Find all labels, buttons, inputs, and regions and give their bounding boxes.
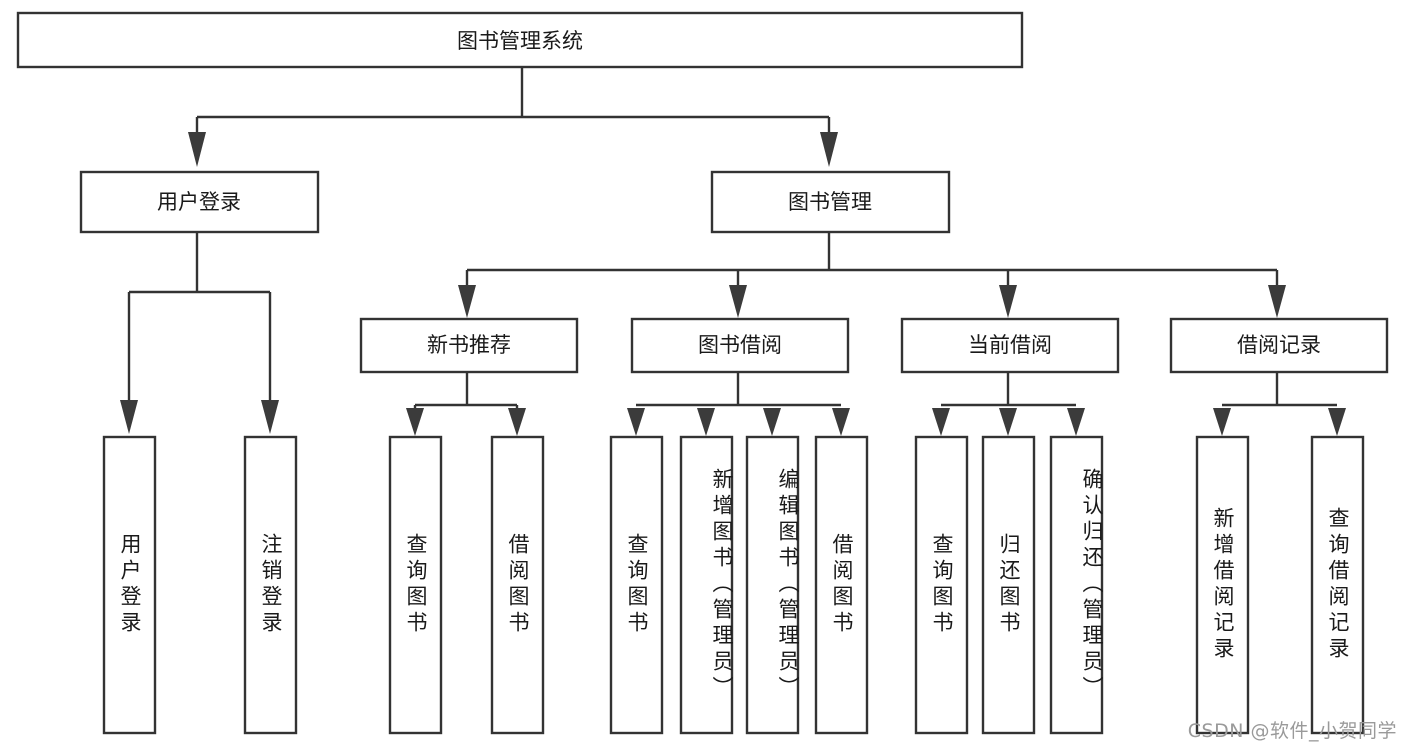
connector-group-book-borrow: [627, 372, 850, 436]
node-current-borrow-label: 当前借阅: [968, 333, 1052, 357]
node-book-borrow-box[interactable]: [630, 317, 850, 374]
leaf-box-nbr-borrow-book[interactable]: [490, 435, 545, 735]
arrow-to-new-book-rec: [458, 285, 476, 318]
arrow-to-leaf-user-login: [120, 400, 138, 434]
arrow-cb-leaf-2: [999, 408, 1017, 436]
node-user-login-box[interactable]: [79, 170, 320, 234]
node-book-borrow-label: 图书借阅: [698, 333, 782, 357]
arrow-to-book-borrow: [729, 285, 747, 318]
arrow-to-leaf-logout: [261, 400, 279, 434]
leaf-box-br-query-record[interactable]: [1310, 435, 1365, 735]
node-book-mgmt-label: 图书管理: [788, 190, 872, 214]
arrow-bb-leaf-2: [697, 408, 715, 436]
arrow-cb-leaf-3: [1067, 408, 1085, 436]
leaf-box-bb-borrow-book[interactable]: [814, 435, 869, 735]
leaf-box-nbr-query-book[interactable]: [388, 435, 443, 735]
leaf-box-logout[interactable]: [243, 435, 298, 735]
arrow-nbr-leaf-1: [406, 408, 424, 436]
arrow-to-user-login: [188, 132, 206, 167]
arrow-bb-leaf-4: [832, 408, 850, 436]
node-root-box[interactable]: [16, 11, 1024, 69]
connector-group-root: [188, 67, 838, 167]
arrow-br-leaf-1: [1213, 408, 1231, 436]
csdn-watermark: CSDN @软件_小贺同学: [1187, 720, 1397, 742]
node-book-mgmt[interactable]: 图书管理: [710, 170, 951, 234]
node-book-mgmt-box[interactable]: [710, 170, 951, 234]
leaf-box-cb-return-book[interactable]: [981, 435, 1036, 735]
node-borrow-record[interactable]: 借阅记录: [1169, 317, 1389, 374]
node-root[interactable]: 图书管理系统: [16, 11, 1024, 69]
leaf-box-user-login[interactable]: [102, 435, 157, 735]
arrow-bb-leaf-1: [627, 408, 645, 436]
leaf-box-cb-query-book[interactable]: [914, 435, 969, 735]
node-new-book-rec[interactable]: 新书推荐: [359, 317, 579, 374]
node-user-login[interactable]: 用户登录: [79, 170, 320, 234]
arrow-to-borrow-record: [1268, 285, 1286, 318]
node-new-book-rec-label: 新书推荐: [427, 333, 511, 357]
arrow-nbr-leaf-2: [508, 408, 526, 436]
node-user-login-label: 用户登录: [157, 190, 241, 214]
arrow-to-current-borrow: [999, 285, 1017, 318]
node-root-label: 图书管理系统: [457, 29, 583, 53]
node-borrow-record-box[interactable]: [1169, 317, 1389, 374]
arrow-br-leaf-2: [1328, 408, 1346, 436]
node-borrow-record-label: 借阅记录: [1237, 333, 1321, 357]
connector-group-new-book-rec: [406, 372, 526, 436]
leaf-box-bb-edit-book[interactable]: [745, 435, 800, 735]
leaf-box-bb-query-book[interactable]: [609, 435, 664, 735]
leaf-box-br-add-record[interactable]: [1195, 435, 1250, 735]
node-current-borrow-box[interactable]: [900, 317, 1120, 374]
arrow-to-book-mgmt: [820, 132, 838, 167]
leaf-box-cb-confirm-return[interactable]: [1049, 435, 1104, 735]
leaf-box-bb-add-book[interactable]: [679, 435, 734, 735]
connector-group-book-mgmt: [458, 232, 1286, 318]
arrow-bb-leaf-3: [763, 408, 781, 436]
node-book-borrow[interactable]: 图书借阅: [630, 317, 850, 374]
connector-group-borrow-record: [1213, 372, 1346, 436]
node-current-borrow[interactable]: 当前借阅: [900, 317, 1120, 374]
arrow-cb-leaf-1: [932, 408, 950, 436]
connector-group-current-borrow: [932, 372, 1085, 436]
connector-group-user-login: [120, 232, 279, 434]
node-new-book-rec-box[interactable]: [359, 317, 579, 374]
